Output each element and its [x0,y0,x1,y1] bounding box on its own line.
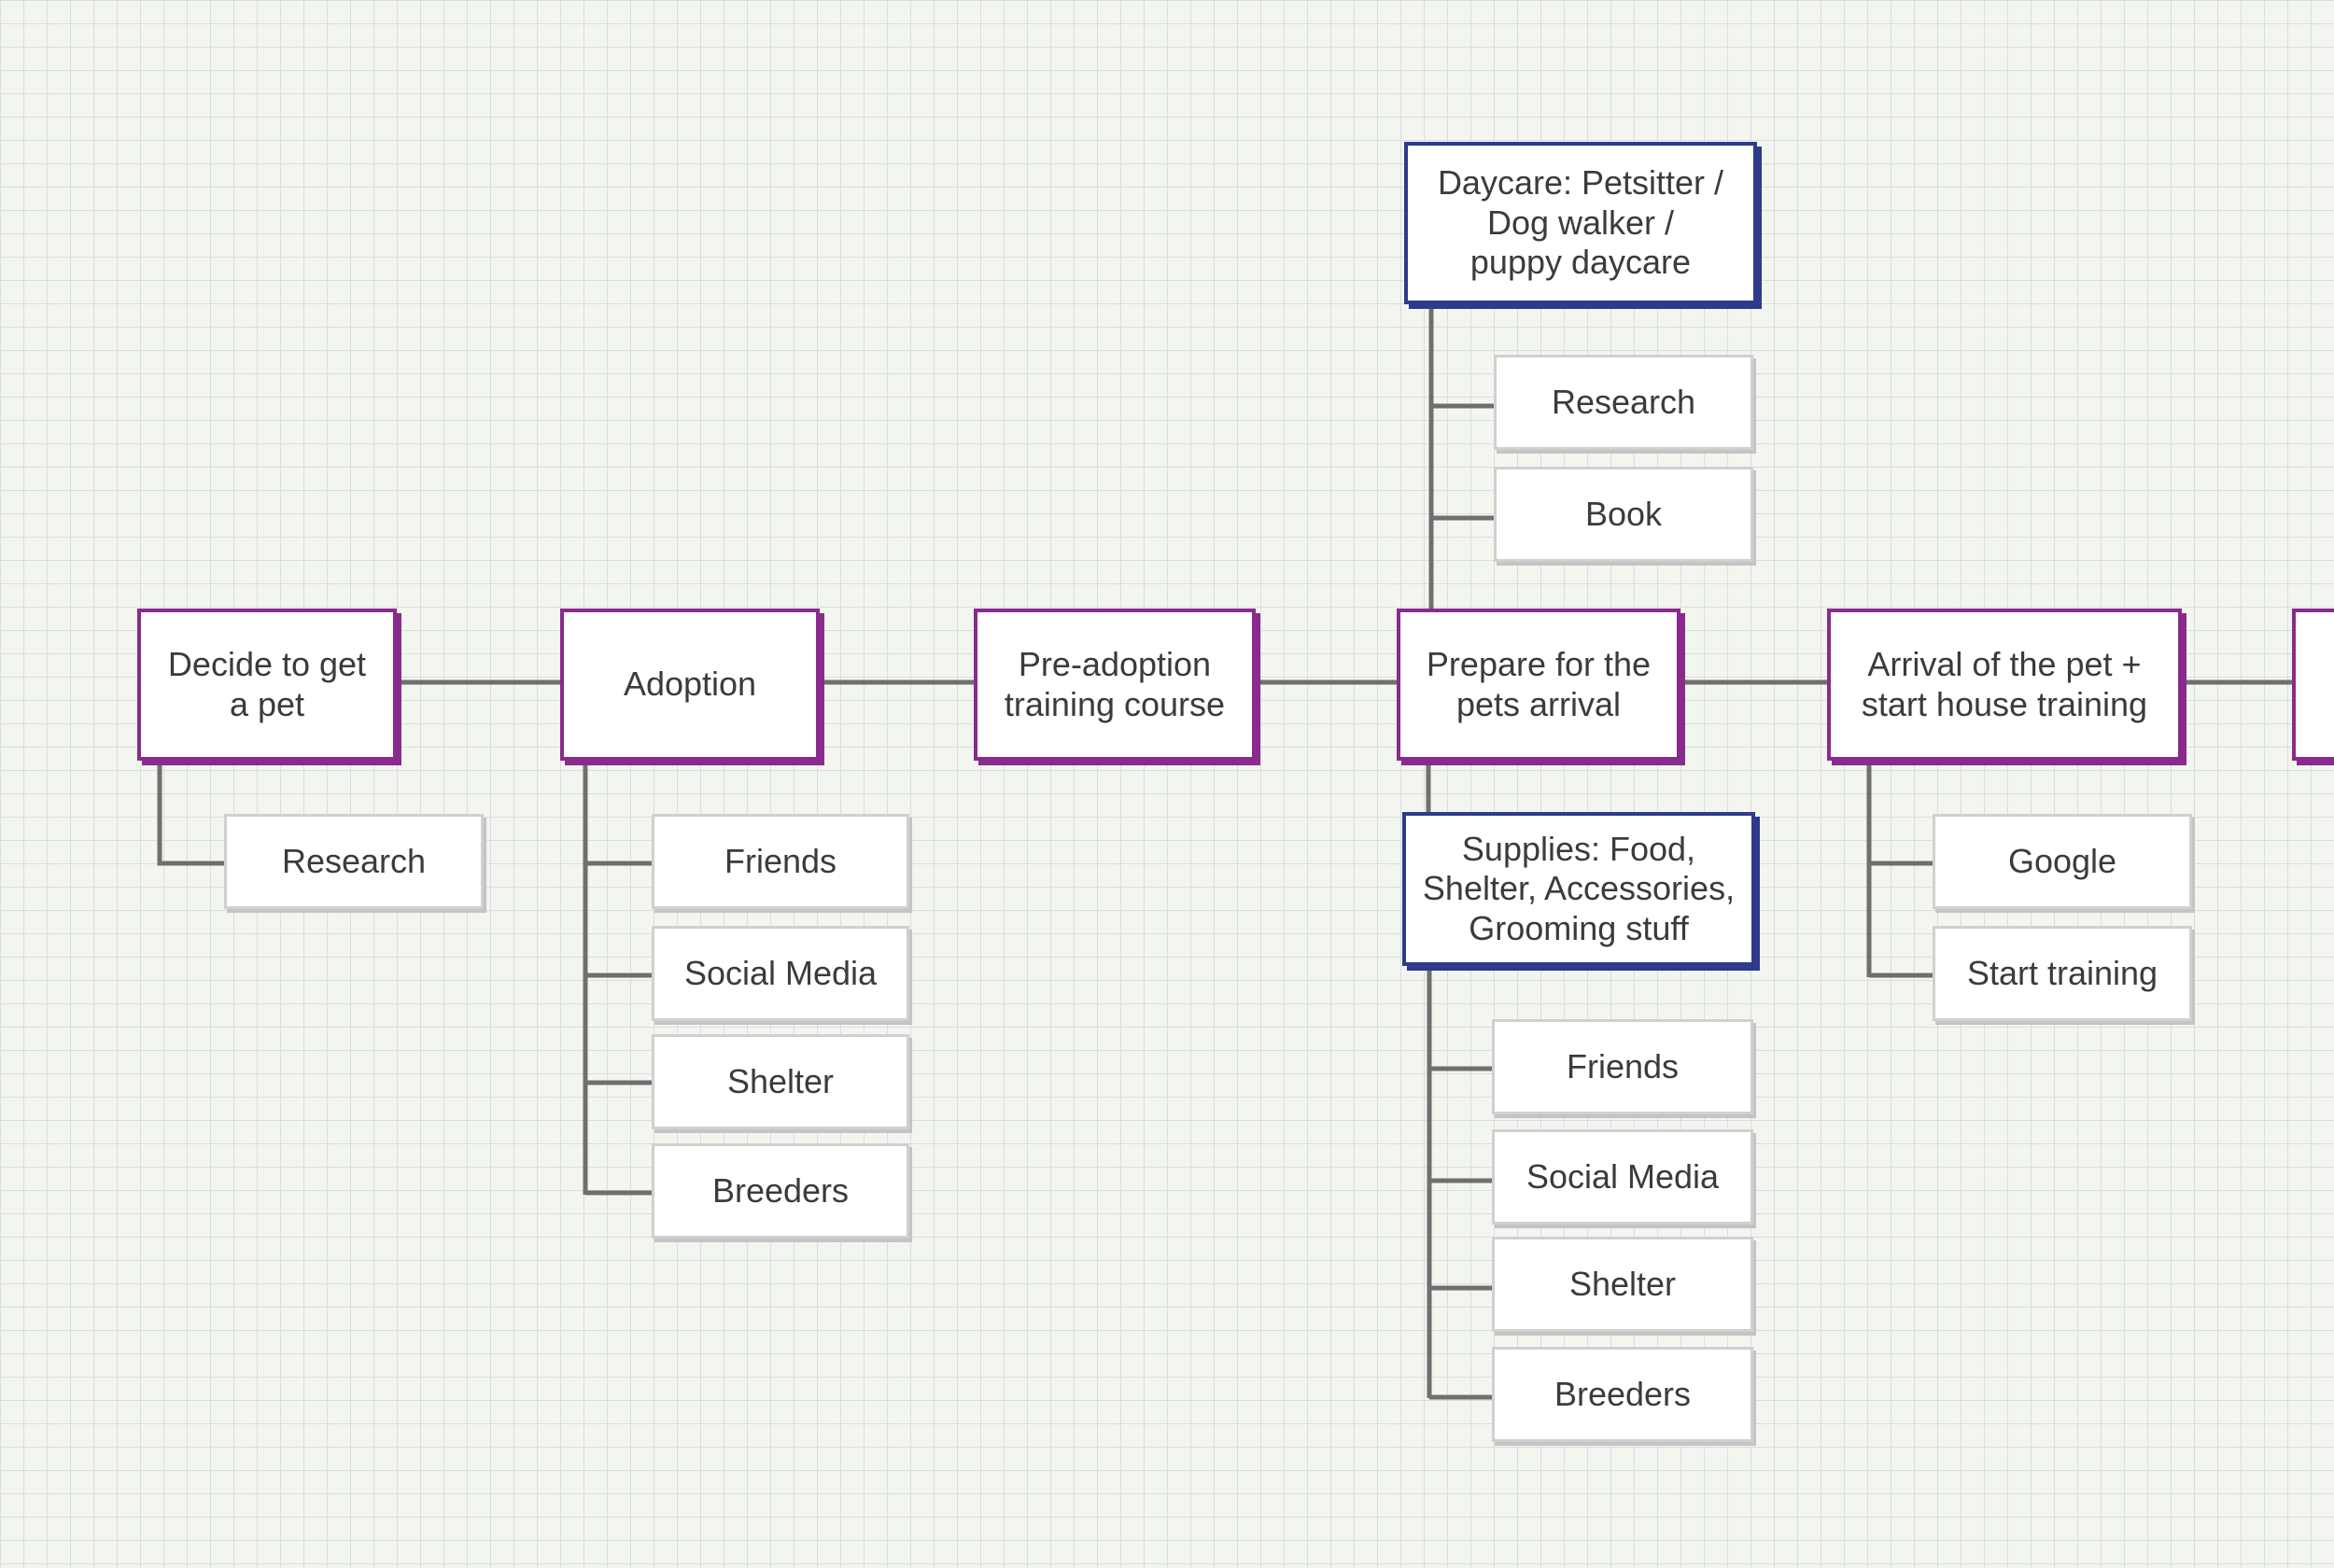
arrival-training-label: Start training [1966,953,2158,992]
step-adoption-label: Adoption [623,665,757,704]
adoption-breeders-label: Breeders [711,1170,850,1210]
adoption-social-node[interactable]: Social Media [652,926,909,1021]
supplies-hub-label: Supplies: Food, Shelter, Accessories, Gr… [1422,829,1736,947]
daycare-hub-label: Daycare: Petsitter / Dog walker / puppy … [1437,163,1724,282]
step-preadoption-label: Pre-adoption training course [1004,645,1226,723]
supplies-shelter-node[interactable]: Shelter [1492,1237,1753,1332]
supplies-social-node[interactable]: Social Media [1492,1129,1753,1225]
adoption-friends-node[interactable]: Friends [652,814,909,909]
adoption-friends-label: Friends [724,841,837,880]
daycare-research-label: Research [1551,382,1696,421]
step-prepare-node[interactable]: Prepare for the pets arrival [1397,609,1680,761]
arrival-training-node[interactable]: Start training [1933,926,2192,1021]
daycare-research-node[interactable]: Research [1494,355,1753,450]
supplies-breeders-label: Breeders [1554,1374,1692,1413]
supplies-shelter-label: Shelter [1568,1264,1677,1303]
step-decide-label: Decide to get a pet [167,645,367,723]
supplies-friends-label: Friends [1566,1046,1680,1085]
decide-research-label: Research [281,841,427,880]
step-adoption-node[interactable]: Adoption [560,609,820,761]
step-decide-node[interactable]: Decide to get a pet [137,609,397,761]
arrival-google-label: Google [2007,841,2117,880]
step-next-node[interactable] [2292,609,2334,761]
connector-decide-research [157,761,224,866]
step-arrival-label: Arrival of the pet + start house trainin… [1861,645,2148,723]
adoption-shelter-label: Shelter [726,1061,835,1100]
supplies-breeders-node[interactable]: Breeders [1492,1347,1753,1442]
adoption-social-label: Social Media [683,953,878,992]
daycare-book-label: Book [1584,494,1663,533]
daycare-book-node[interactable]: Book [1494,467,1753,562]
supplies-friends-node[interactable]: Friends [1492,1019,1753,1114]
daycare-hub-node[interactable]: Daycare: Petsitter / Dog walker / puppy … [1404,142,1757,304]
adoption-shelter-node[interactable]: Shelter [652,1034,909,1129]
supplies-social-label: Social Media [1526,1156,1720,1196]
step-prepare-label: Prepare for the pets arrival [1426,645,1652,723]
supplies-hub-node[interactable]: Supplies: Food, Shelter, Accessories, Gr… [1402,812,1755,966]
adoption-breeders-node[interactable]: Breeders [652,1143,909,1239]
decide-research-node[interactable]: Research [224,814,484,909]
step-preadoption-node[interactable]: Pre-adoption training course [974,609,1256,761]
step-arrival-node[interactable]: Arrival of the pet + start house trainin… [1827,609,2182,761]
arrival-google-node[interactable]: Google [1933,814,2192,909]
